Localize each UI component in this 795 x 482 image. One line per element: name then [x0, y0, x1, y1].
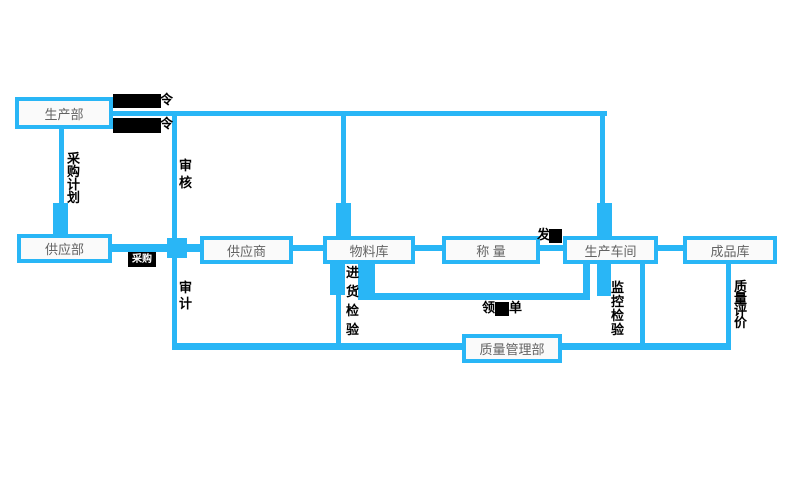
edge-monitoring-arrow: [597, 262, 611, 296]
edge-requisition-arrow: [358, 262, 375, 300]
node-production-workshop[interactable]: 生产车间: [563, 236, 658, 264]
edge-requisition-line: [358, 293, 590, 300]
requisition-highlight-bar: [495, 302, 509, 316]
node-supplier[interactable]: 供应商: [200, 236, 293, 264]
node-production-workshop-label: 生产车间: [584, 243, 637, 259]
node-material-warehouse[interactable]: 物料库: [323, 236, 415, 264]
edge-incoming-inspection-arrow: [330, 262, 345, 295]
purchase-plan-label: 采购计划: [66, 151, 80, 205]
edge-drop-workshop-line: [600, 111, 605, 203]
purchase-selected-label: 采购: [128, 252, 156, 267]
node-supply-dept[interactable]: 供应部: [17, 234, 112, 263]
node-material-warehouse-label: 物料库: [349, 243, 389, 259]
monitoring-inspection-label: 监控检验: [610, 280, 624, 337]
edge-supply-to-supplier-line: [112, 244, 200, 252]
edge-material-to-weighing-line: [415, 245, 442, 251]
requisition-prefix-label: 领: [482, 300, 496, 315]
edge-review-audit-line: [172, 111, 177, 350]
edge-order-top-line: [112, 111, 607, 116]
node-finished-warehouse-label: 成品库: [710, 243, 750, 259]
edge-drop-material-arrow: [336, 203, 351, 238]
order-bottom-suffix-label: 令: [160, 116, 174, 131]
edge-purchase-plan-arrow: [53, 203, 68, 236]
edge-purchase-plan-line: [59, 128, 64, 203]
order-bottom-highlight-bar: [113, 118, 161, 133]
edge-requisition-up-line: [583, 263, 590, 298]
node-supplier-label: 供应商: [226, 243, 266, 259]
node-finished-warehouse[interactable]: 成品库: [683, 236, 777, 264]
edge-supplier-to-material-line: [293, 245, 323, 251]
order-top-highlight-bar: [113, 94, 161, 108]
node-production-dept[interactable]: 生产部: [15, 97, 113, 129]
node-quality-dept[interactable]: 质量管理部: [462, 334, 562, 363]
edge-drop-workshop-arrow: [597, 203, 612, 238]
node-production-dept-label: 生产部: [44, 106, 84, 122]
edge-incoming-inspection-line: [336, 295, 341, 347]
edge-bottom-quality-line: [172, 343, 731, 350]
requisition-suffix-label: 单: [509, 300, 523, 315]
material-issue-highlight-bar: [549, 229, 562, 243]
quality-evaluation-label: 质量评价: [733, 279, 747, 330]
incoming-inspection-label: 进货检验: [345, 265, 359, 337]
edge-junction-block: [167, 238, 187, 258]
audit-label: 审计: [178, 280, 192, 311]
edge-weighing-to-workshop-line: [540, 245, 565, 251]
edge-workshop-to-finished-line: [658, 245, 685, 251]
edge-workshop-to-quality-line: [640, 262, 645, 348]
edge-drop-material-line: [341, 111, 346, 203]
node-supply-dept-label: 供应部: [44, 242, 84, 257]
review-label: 审核: [178, 158, 192, 190]
edge-quality-evaluation-line: [726, 262, 731, 348]
material-issue-prefix-label: 发: [537, 227, 551, 242]
node-weighing-label: 称 量: [476, 243, 506, 259]
node-quality-dept-label: 质量管理部: [479, 342, 545, 357]
order-top-suffix-label: 令: [160, 92, 174, 107]
node-weighing[interactable]: 称 量: [442, 236, 540, 264]
